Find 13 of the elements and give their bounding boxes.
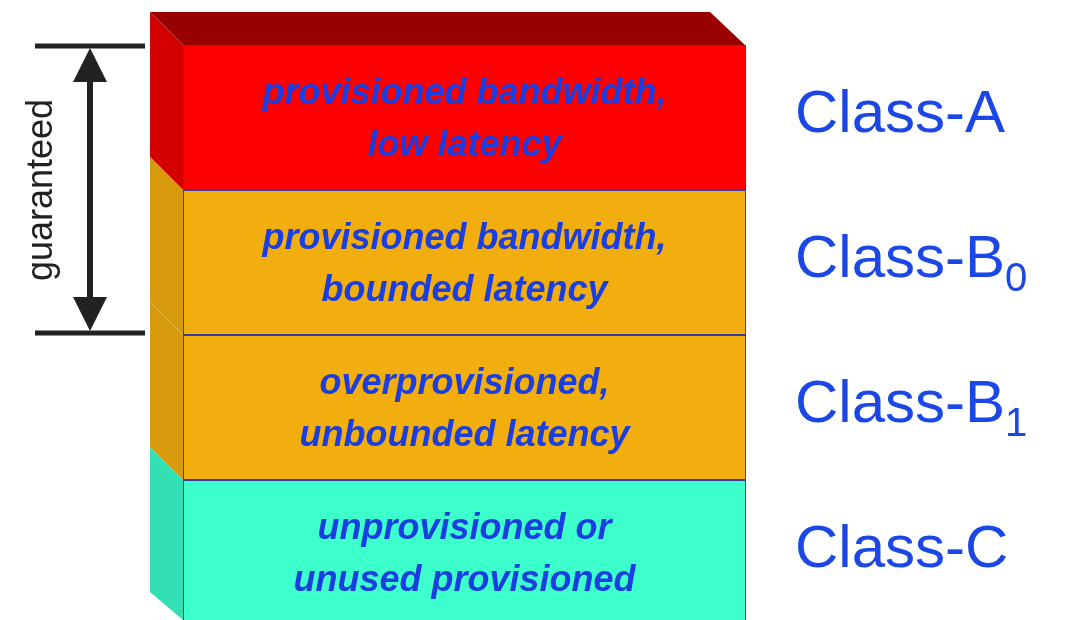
band-text: provisioned bandwidth, low latency (260, 69, 668, 166)
class-label: Class-A (795, 79, 1006, 144)
class-label: Class-B$_{1}$ (795, 369, 1028, 434)
layer-band (183, 45, 746, 190)
dimension-label: guaranteed (19, 98, 61, 282)
layer-band (183, 335, 746, 480)
layer-band (183, 480, 746, 620)
band-text: unprovisioned or unused provisioned (292, 504, 637, 601)
layer-band (183, 190, 746, 335)
band-text: overprovisioned, unbounded latency (298, 359, 632, 456)
class-label: Class-C (795, 514, 1009, 579)
band-text: provisioned bandwidth, bounded latency (260, 214, 668, 311)
class-label: Class-B$_{0}$ (795, 224, 1028, 289)
